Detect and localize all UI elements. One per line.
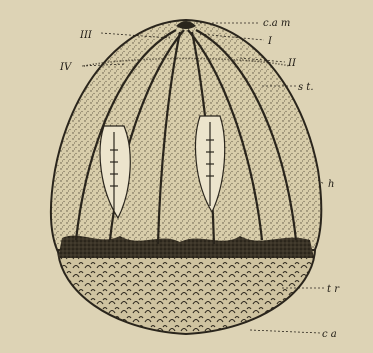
label-III: III xyxy=(79,30,93,41)
label-h: h xyxy=(328,179,334,190)
label-II: II xyxy=(287,58,297,69)
label-st: s t. xyxy=(298,82,314,93)
label-cam: c.a m xyxy=(263,18,290,29)
label-IV: IV xyxy=(59,62,73,73)
label-tr: t r xyxy=(327,284,340,295)
lower-scaled-region xyxy=(58,250,315,334)
bell-outline xyxy=(51,20,322,256)
label-ca: c a xyxy=(322,329,337,340)
label-I: I xyxy=(267,36,273,47)
